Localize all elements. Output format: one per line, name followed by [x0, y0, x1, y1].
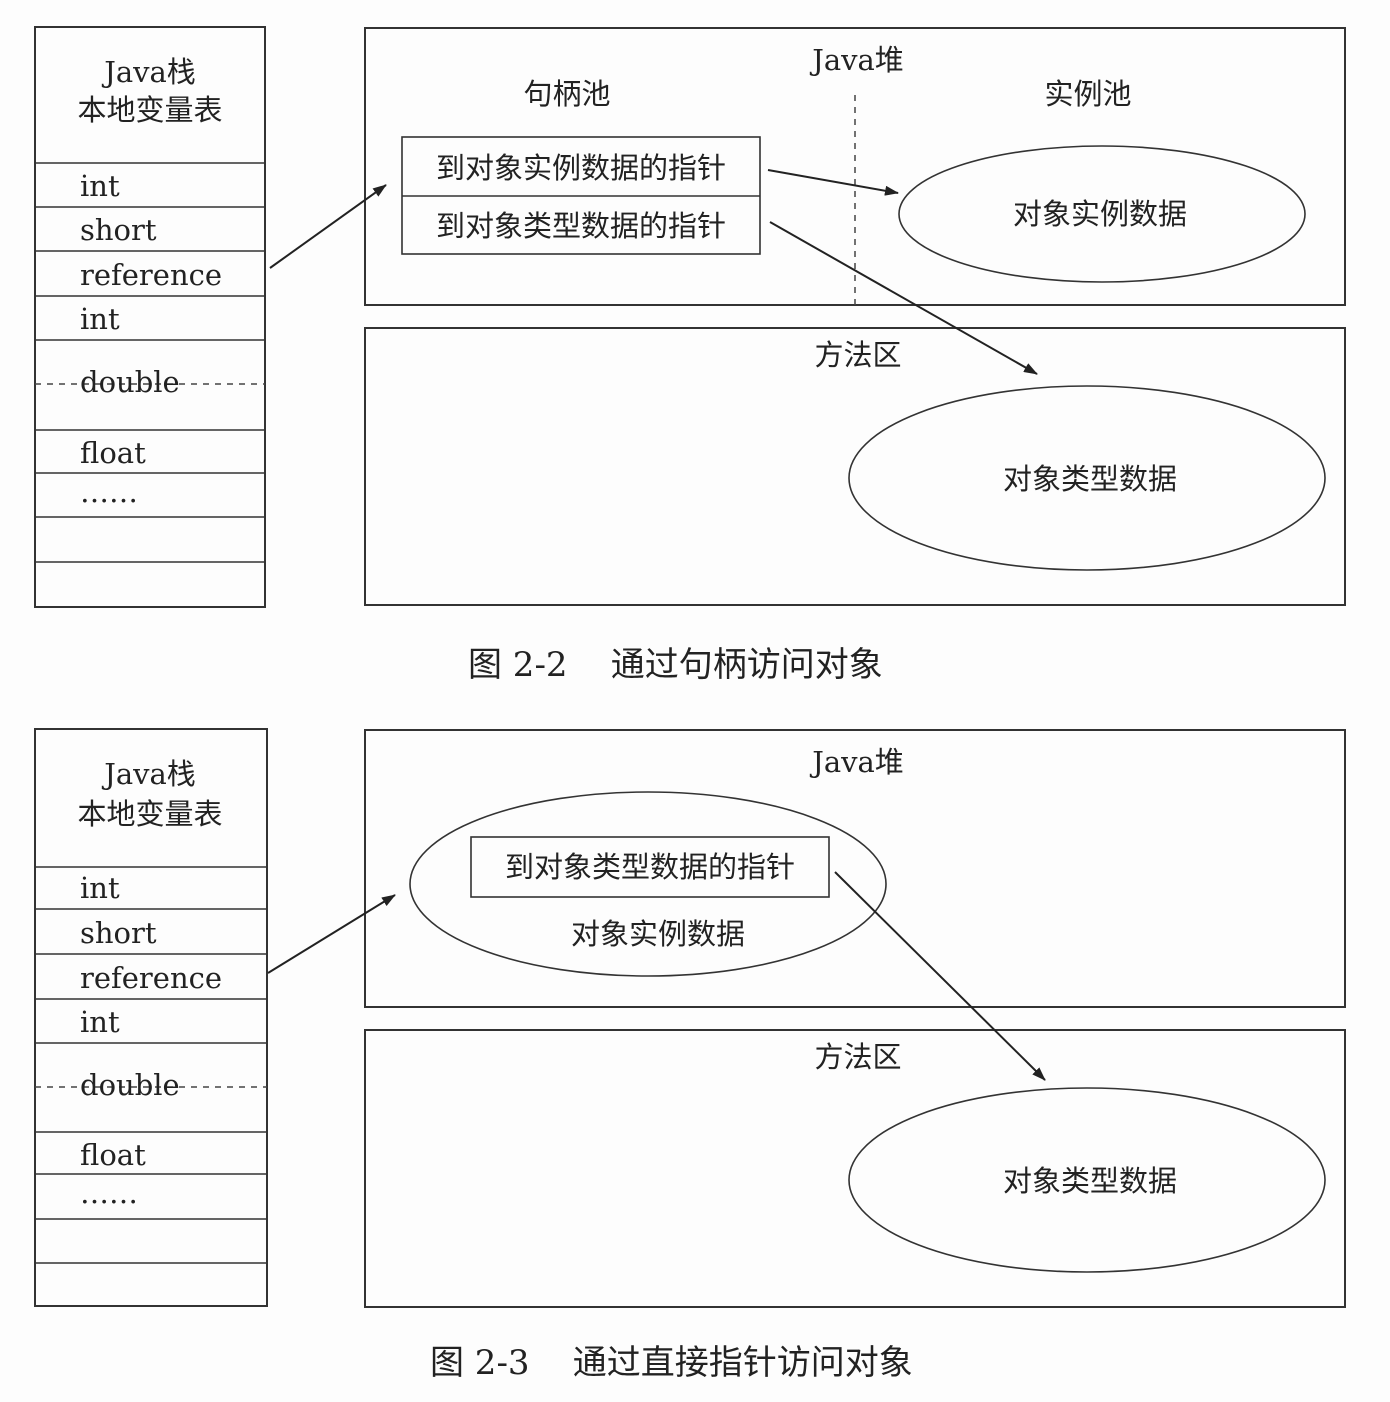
- instance-data-label: 对象实例数据: [571, 917, 745, 951]
- java-stack-local-vars: Java栈 本地变量表 int short reference int doub…: [34, 26, 266, 608]
- stack-row: int: [80, 871, 120, 905]
- stack-row: reference: [80, 961, 222, 995]
- stack-row: float: [80, 1138, 146, 1172]
- figure-direct-pointer-access: Java栈 本地变量表 int short reference int doub…: [34, 728, 1346, 1383]
- type-pointer-label: 到对象类型数据的指针: [505, 850, 795, 884]
- stack-title: Java栈: [101, 55, 196, 89]
- stack-row: double: [80, 365, 180, 399]
- stack-row: short: [80, 916, 157, 950]
- stack-row: int: [80, 302, 120, 336]
- figure-handle-access: Java栈 本地变量表 int short reference int doub…: [34, 26, 1346, 685]
- java-heap: Java堆 到对象类型数据的指针 对象实例数据: [364, 729, 1346, 1008]
- handle-pool-label: 句柄池: [523, 77, 610, 111]
- stack-subtitle: 本地变量表: [77, 93, 222, 127]
- method-area: 方法区 对象类型数据: [364, 327, 1346, 606]
- java-stack-local-vars: Java栈 本地变量表 int short reference int doub…: [34, 728, 268, 1307]
- handle-instance-pointer: 到对象实例数据的指针: [436, 151, 726, 185]
- figure-caption: 图 2-2 通过句柄访问对象: [468, 645, 883, 685]
- stack-row: int: [80, 169, 120, 203]
- heap-title: Java堆: [809, 43, 904, 77]
- handle-type-pointer: 到对象类型数据的指针: [436, 209, 726, 243]
- instance-data-label: 对象实例数据: [1013, 197, 1187, 231]
- method-area: 方法区 对象类型数据: [364, 1029, 1346, 1308]
- stack-subtitle: 本地变量表: [77, 797, 222, 831]
- type-data-label: 对象类型数据: [1003, 1164, 1177, 1198]
- heap-title: Java堆: [809, 745, 904, 779]
- object-ellipse: [409, 791, 887, 977]
- stack-row: ……: [80, 475, 138, 509]
- java-heap: Java堆 句柄池 实例池 到对象实例数据的指针 到对象类型数据的指针 对象实例…: [364, 27, 1346, 306]
- instance-data-ellipse: [898, 145, 1306, 283]
- stack-row: short: [80, 213, 157, 247]
- stack-row: float: [80, 436, 146, 470]
- method-area-title: 方法区: [814, 1040, 901, 1074]
- type-data-ellipse: [848, 1087, 1326, 1273]
- type-pointer-box: [470, 836, 830, 898]
- pointer-to-type-arrow: [834, 871, 1046, 1081]
- stack-title: Java栈: [101, 757, 196, 791]
- type-data-label: 对象类型数据: [1003, 462, 1177, 496]
- stack-row: reference: [80, 258, 222, 292]
- stack-row: ……: [80, 1176, 138, 1210]
- handle-to-type-arrow: [769, 221, 1038, 375]
- method-area-title: 方法区: [814, 338, 901, 372]
- stack-row: double: [80, 1068, 180, 1102]
- figure-caption: 图 2-3 通过直接指针访问对象: [430, 1343, 913, 1383]
- reference-to-handle-arrow: [269, 184, 387, 269]
- handle-to-instance-arrow: [767, 169, 899, 196]
- stack-row: int: [80, 1005, 120, 1039]
- instance-pool-label: 实例池: [1044, 77, 1131, 111]
- type-data-ellipse: [848, 385, 1326, 571]
- reference-to-object-arrow: [267, 894, 396, 974]
